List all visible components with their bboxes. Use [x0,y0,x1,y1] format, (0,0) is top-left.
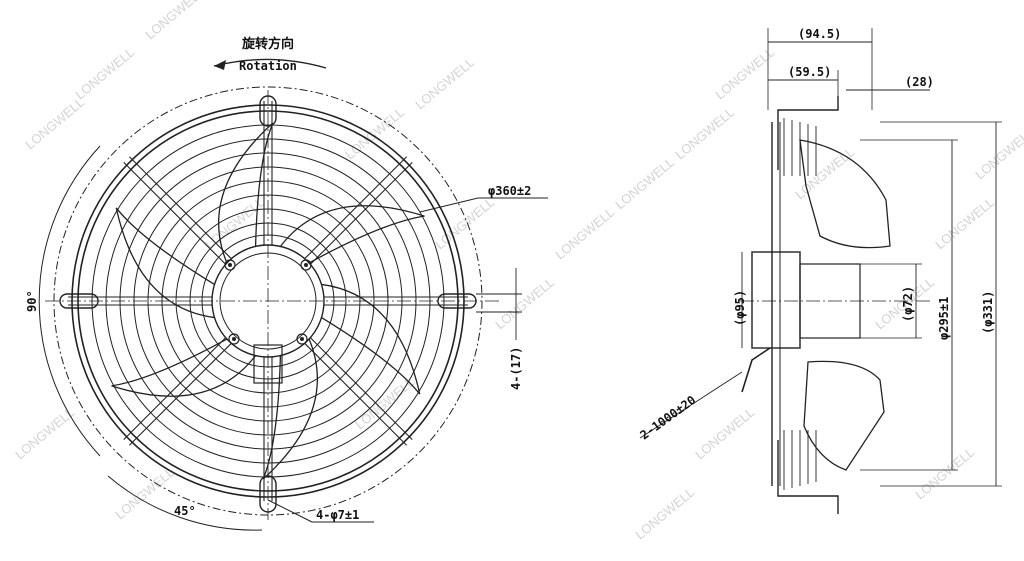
guard-spoke [310,337,413,440]
watermark-text: LONGWELL [72,44,137,102]
mount-bar-left [59,293,99,309]
dim-offset: 4-(17) [509,347,523,390]
guard-spoke [310,162,413,265]
guard-spoke [123,162,226,265]
dim-outer-diameter: φ360±2 [488,184,531,198]
angle-90-arc [38,145,101,457]
fan-blades [111,122,425,480]
dim-blade: φ295±1 [937,297,951,340]
dim-motor: (φ72) [901,286,915,322]
mount-bar-bottom [259,475,277,513]
dim-cable: 2-1000±20 [638,393,699,443]
mount-bar-top [259,95,277,127]
hub-bolt [228,333,240,345]
guard-spoke [304,156,407,259]
dim-angle-45: 45° [174,504,196,518]
fan-blade [262,338,318,480]
guard-spoke [123,337,226,440]
watermark-text: LONGWELL [612,154,677,212]
hub-bolt-center [300,337,304,341]
motor-rotor [751,251,801,349]
mount-bar-right [437,293,477,309]
watermark-text: LONGWELL [412,54,477,112]
cable [741,347,771,393]
dim-depth-total: (94.5) [798,27,841,41]
front-view: 旋转方向 Rotation 90° 45° φ360±2 4-(17) 4-φ7… [25,36,548,531]
hub-bolt-center [232,337,236,341]
guard-profile-top [777,96,839,170]
hub-bolt [296,333,308,345]
dim-flange: (28) [905,75,934,89]
guard-spoke [129,343,232,446]
watermark-text: LONGWELL [112,464,177,522]
hub-bolt-center [304,263,308,267]
hub-bolts [224,259,312,345]
terminal-box [253,344,283,384]
blade-upper [799,139,891,249]
dim-holes: 4-φ7±1 [316,508,359,522]
watermark-text: LONGWELL [912,444,977,502]
watermark-text: LONGWELL [12,404,77,462]
watermark-text: LONGWELL [22,94,87,152]
watermark-text: LONGWELL [692,404,757,462]
dim-angle-90: 90° [25,290,39,312]
leader-cable [639,371,743,439]
hub-bolt [300,259,312,271]
side-view: (94.5) (59.5) (28) (φ95) (φ72) φ295±1 (φ… [638,27,1002,514]
fan-blade [111,338,257,397]
leader-holes [267,499,313,523]
watermark-text: LONGWELL [712,44,777,102]
rotation-label-cn: 旋转方向 [241,36,294,52]
fan-blade [218,122,274,264]
guard-profile-bottom [777,440,839,514]
rotation-label-en: Rotation [239,59,297,73]
angle-45-arc [107,475,263,531]
watermark-text: LONGWELL [672,104,737,162]
dim-guard: (φ331) [981,291,995,334]
watermark-text: LONGWELL [932,194,997,252]
rotation-arrow [213,58,327,69]
watermark-text: LONGWELL [632,484,697,542]
guard-wire-lines [783,118,817,490]
fan-blade [115,207,215,319]
dim-hub: (φ95) [733,290,747,326]
fan-blade [321,283,421,395]
hub-bolt-center [228,263,232,267]
leader-360 [419,197,479,213]
rotation-arrowhead [214,60,226,70]
watermark-text: LONGWELL [552,204,617,262]
hub-bolt [224,259,236,271]
guard-spoke [129,156,232,259]
fan-blade [279,205,425,264]
guard-spoke [304,343,407,446]
watermark-text: LONGWELL [492,274,557,332]
dim-depth-mid: (59.5) [788,65,831,79]
watermark-text: LONGWELL [142,0,207,42]
blade-lower [803,360,885,471]
watermark-text: LONGWELL [972,124,1024,182]
